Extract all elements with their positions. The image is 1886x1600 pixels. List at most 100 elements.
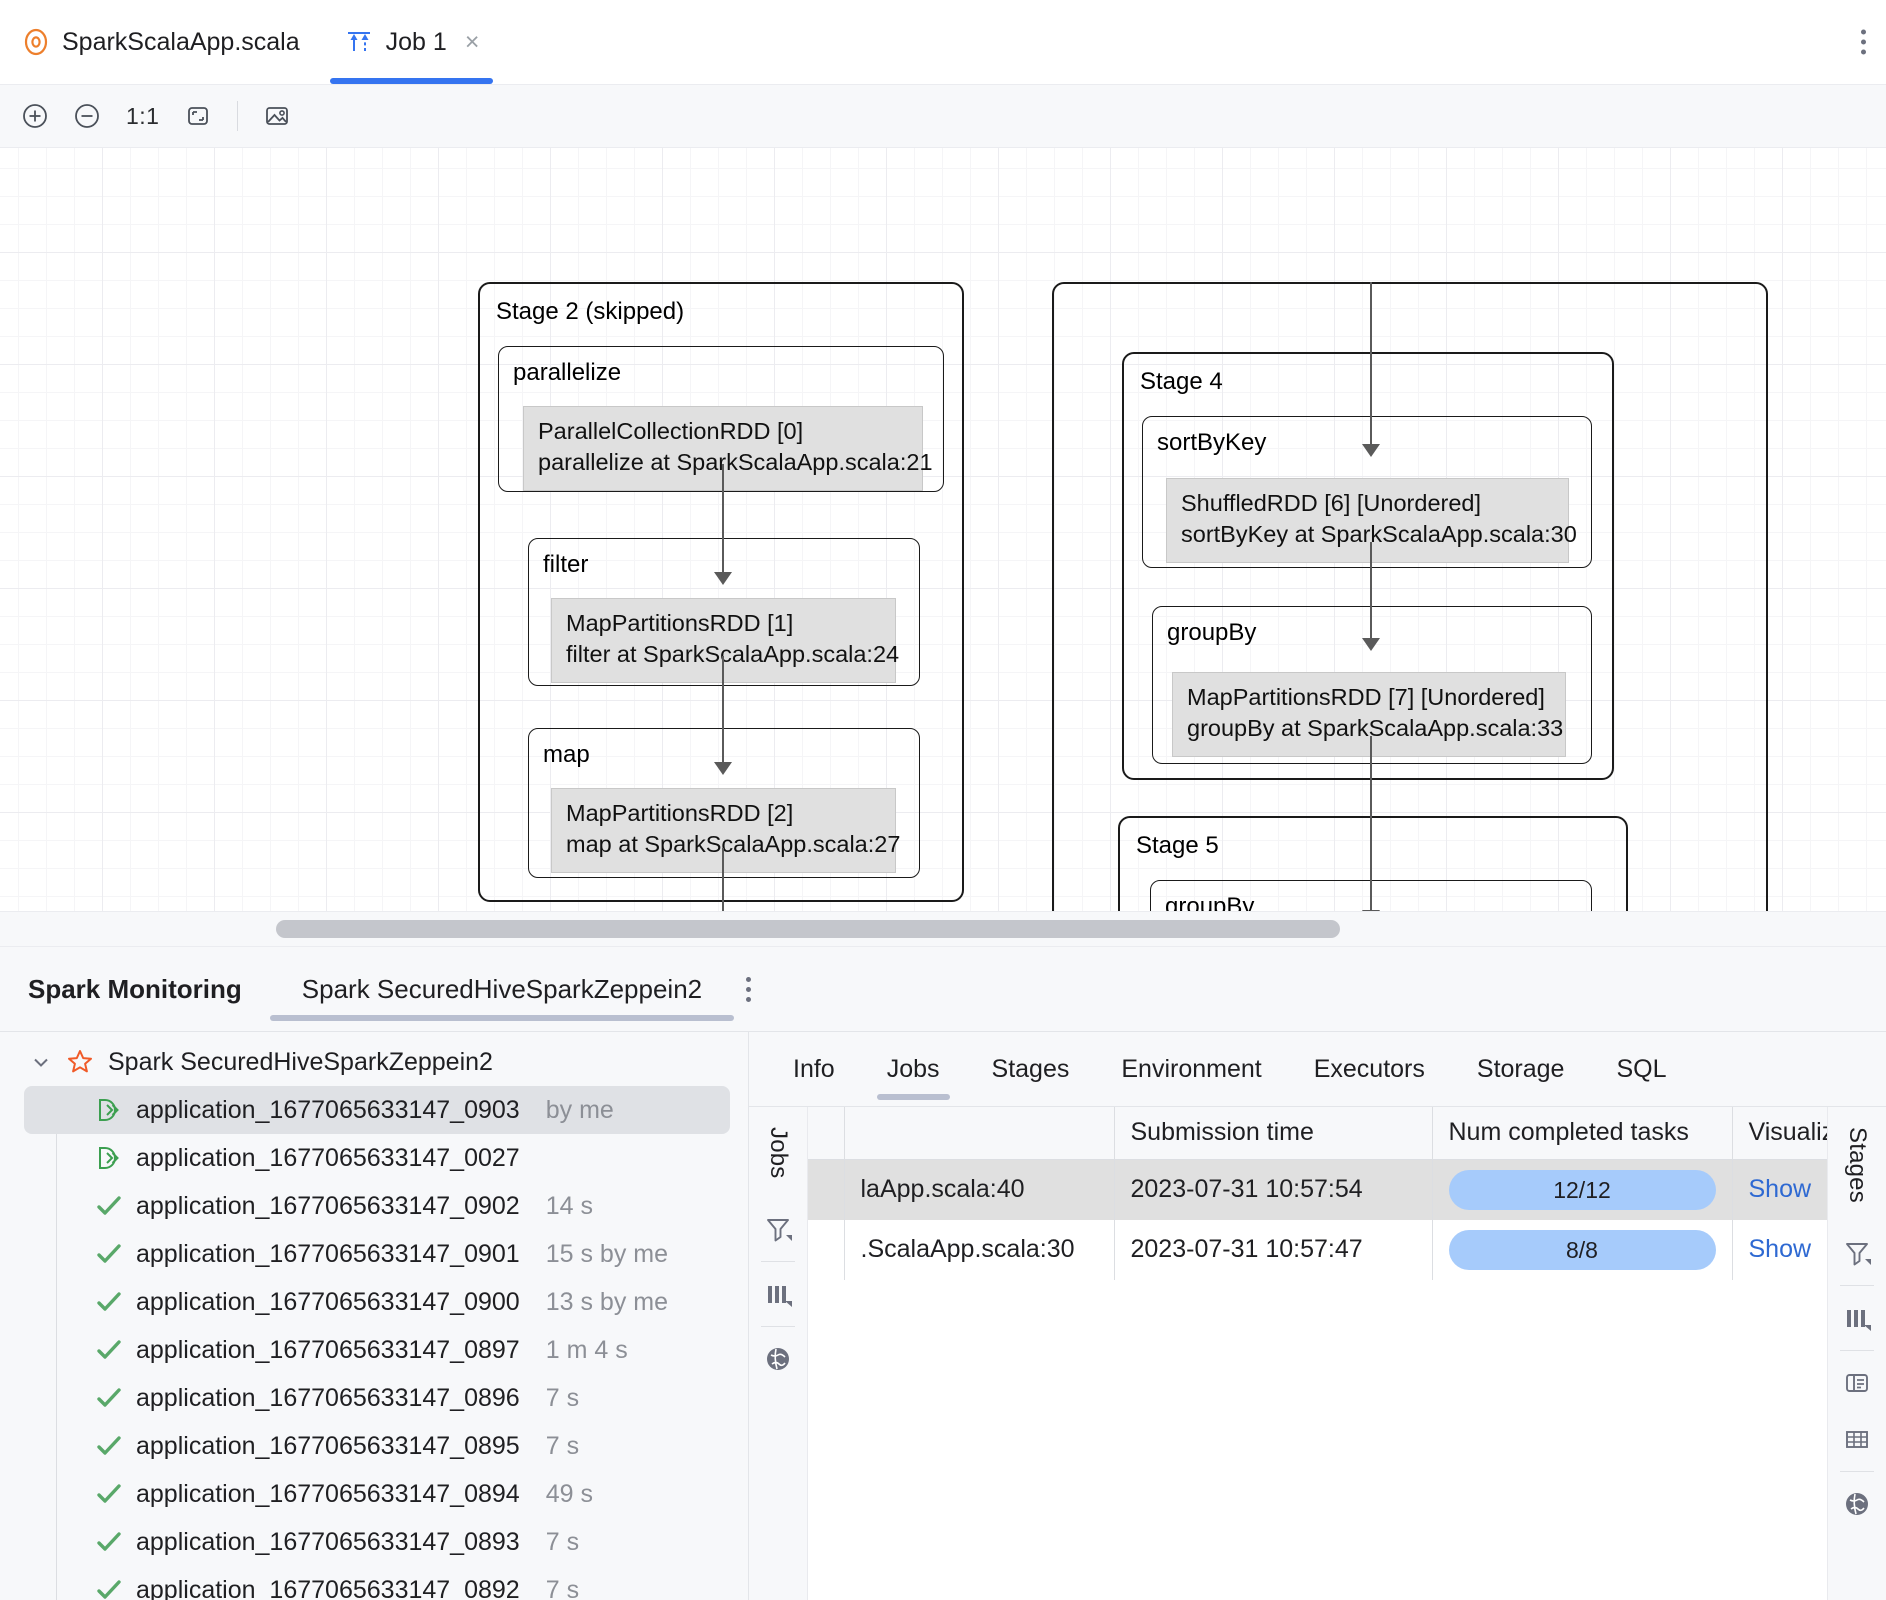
tree-item-label: application_1677065633147_0900	[136, 1287, 520, 1316]
job-outer-box[interactable]	[1052, 282, 1768, 946]
zoom-out-icon[interactable]	[64, 93, 110, 139]
scala-file-icon	[22, 28, 50, 56]
table-row[interactable]: laApp.scala:40 2023-07-31 10:57:54 12/12…	[808, 1159, 1827, 1220]
tab-storage[interactable]: Storage	[1451, 1032, 1591, 1106]
dag-edge	[722, 464, 724, 576]
graph-hscrollbar-thumb[interactable]	[276, 920, 1340, 938]
tab-label: Environment	[1121, 1054, 1262, 1083]
tree-item-application[interactable]: application_1677065633147_0900 13 s by m…	[0, 1278, 748, 1326]
tab-sql[interactable]: SQL	[1590, 1032, 1692, 1106]
stage-box-5[interactable]: Stage 5	[1118, 816, 1628, 946]
dag-edge	[722, 656, 724, 766]
tab-jobs[interactable]: Jobs	[861, 1032, 966, 1106]
close-icon[interactable]: ×	[464, 27, 480, 56]
operation-box-map[interactable]: map	[528, 728, 920, 878]
tree-item-application[interactable]: application_1677065633147_0896 7 s	[0, 1374, 748, 1422]
tasks-progress-pill: 8/8	[1448, 1229, 1716, 1270]
filter-icon[interactable]	[752, 1201, 804, 1257]
stages-side-rail: Stages	[1827, 1107, 1886, 1600]
dag-arrowhead	[714, 572, 732, 585]
show-visualization-link[interactable]: Show	[1748, 1175, 1812, 1203]
connection-options-icon[interactable]	[746, 976, 752, 1002]
table-header-row: Submission time Num completed tasks Visu…	[808, 1107, 1827, 1160]
check-icon	[96, 1291, 122, 1313]
tab-label: Info	[793, 1054, 835, 1083]
tab-job-1[interactable]: Job 1 ×	[322, 0, 502, 84]
job-graph-icon	[344, 29, 374, 55]
stage-box-4[interactable]: Stage 4	[1122, 352, 1614, 780]
job-dag-canvas[interactable]: Stage 2 (skipped) parallelize ParallelCo…	[0, 148, 1886, 946]
check-icon	[96, 1243, 122, 1265]
rdd-node-6[interactable]: ShuffledRDD [6] [Unordered] sortByKey at…	[1166, 478, 1577, 563]
connection-tab[interactable]: Spark SecuredHiveSparkZeppein2	[269, 947, 735, 1031]
rdd-line-2: sortByKey at SparkScalaApp.scala:30	[1181, 521, 1577, 548]
tree-item-application[interactable]: application_1677065633147_0893 7 s	[0, 1518, 748, 1566]
jobs-table[interactable]: Submission time Num completed tasks Visu…	[808, 1107, 1827, 1600]
panel-header: Spark Monitoring Spark SecuredHiveSparkZ…	[0, 947, 1886, 1031]
table-row[interactable]: .ScalaApp.scala:30 2023-07-31 10:57:47 8…	[808, 1219, 1827, 1280]
tree-item-application[interactable]: application_1677065633147_0894 49 s	[0, 1470, 748, 1518]
operation-box-parallelize[interactable]: parallelize	[498, 346, 944, 492]
tree-item-application[interactable]: application_1677065633147_0902 14 s	[0, 1182, 748, 1230]
rdd-node-7[interactable]: MapPartitionsRDD [7] [Unordered] groupBy…	[1172, 672, 1566, 757]
globe-icon[interactable]	[752, 1331, 804, 1387]
tab-info[interactable]: Info	[767, 1032, 861, 1106]
applications-tree[interactable]: Spark SecuredHiveSparkZeppein2 applicati…	[0, 1032, 749, 1600]
tab-stages[interactable]: Stages	[966, 1032, 1096, 1106]
toolbar-separator	[237, 101, 239, 131]
zoom-ratio-label[interactable]: 1:1	[126, 102, 160, 129]
tree-item-application[interactable]: application_1677065633147_0895 7 s	[0, 1422, 748, 1470]
tree-item-meta: 14 s	[545, 1191, 593, 1220]
tree-item-meta: 13 s by me	[545, 1287, 668, 1316]
tab-sparkscalaapp[interactable]: SparkScalaApp.scala	[0, 0, 322, 84]
tree-item-label: application_1677065633147_0901	[136, 1239, 520, 1268]
stages-rail-label: Stages	[1844, 1127, 1871, 1203]
tree-root-node[interactable]: Spark SecuredHiveSparkZeppein2	[0, 1038, 748, 1086]
tree-item-application[interactable]: application_1677065633147_0027	[0, 1134, 748, 1182]
column-header-submission-time[interactable]: Submission time	[1114, 1107, 1433, 1160]
operation-box-groupby-4[interactable]: groupBy	[1152, 606, 1592, 764]
dag-arrowhead	[1362, 638, 1380, 651]
columns-icon[interactable]	[1831, 1290, 1883, 1346]
tree-item-meta: 15 s by me	[545, 1239, 668, 1268]
jobs-table-zone: Jobs	[749, 1106, 1886, 1600]
tree-item-label: application_1677065633147_0896	[136, 1383, 520, 1412]
operation-title: parallelize	[513, 359, 622, 386]
tab-environment[interactable]: Environment	[1095, 1032, 1287, 1106]
fit-content-icon[interactable]	[175, 93, 221, 139]
tab-executors[interactable]: Executors	[1288, 1032, 1451, 1106]
column-header-blank[interactable]	[808, 1107, 845, 1160]
show-visualization-link[interactable]: Show	[1748, 1235, 1812, 1263]
dag-arrowhead	[714, 762, 732, 775]
table-icon[interactable]	[1831, 1411, 1883, 1467]
globe-icon[interactable]	[1831, 1476, 1883, 1532]
detail-panel-icon[interactable]	[1831, 1355, 1883, 1411]
tree-guide-line	[56, 1086, 57, 1600]
tree-item-application[interactable]: application_1677065633147_0892 7 s	[0, 1566, 748, 1600]
zoom-in-icon[interactable]	[12, 93, 58, 139]
cell-tasks: 12/12	[1432, 1159, 1733, 1220]
filter-icon[interactable]	[1831, 1225, 1883, 1281]
tree-item-application[interactable]: application_1677065633147_0903 by me	[24, 1086, 730, 1134]
columns-icon[interactable]	[752, 1266, 804, 1322]
operation-box-filter[interactable]: filter	[528, 538, 920, 686]
tree-item-meta: 7 s	[545, 1527, 580, 1556]
tree-item-label: application_1677065633147_0903	[136, 1095, 520, 1124]
column-header-description[interactable]	[844, 1107, 1115, 1160]
tree-item-application[interactable]: application_1677065633147_0901 15 s by m…	[0, 1230, 748, 1278]
stage-box-2[interactable]: Stage 2 (skipped)	[478, 282, 964, 902]
tree-item-application[interactable]: application_1677065633147_0897 1 m 4 s	[0, 1326, 748, 1374]
rail-divider	[1840, 1349, 1874, 1351]
column-header-num-completed-tasks[interactable]: Num completed tasks	[1432, 1107, 1733, 1160]
operation-box-sortbykey[interactable]: sortByKey	[1142, 416, 1592, 568]
check-icon	[96, 1483, 122, 1505]
column-header-visualization[interactable]: Visualization	[1732, 1107, 1827, 1160]
chevron-down-icon[interactable]	[30, 1051, 52, 1073]
export-image-icon[interactable]	[254, 93, 300, 139]
active-tab-indicator	[876, 1094, 950, 1100]
graph-hscrollbar[interactable]	[0, 911, 1886, 946]
tree-item-label: application_1677065633147_0894	[136, 1479, 520, 1508]
more-options-icon[interactable]	[1861, 29, 1866, 55]
graph-toolbar: 1:1	[0, 84, 1886, 148]
